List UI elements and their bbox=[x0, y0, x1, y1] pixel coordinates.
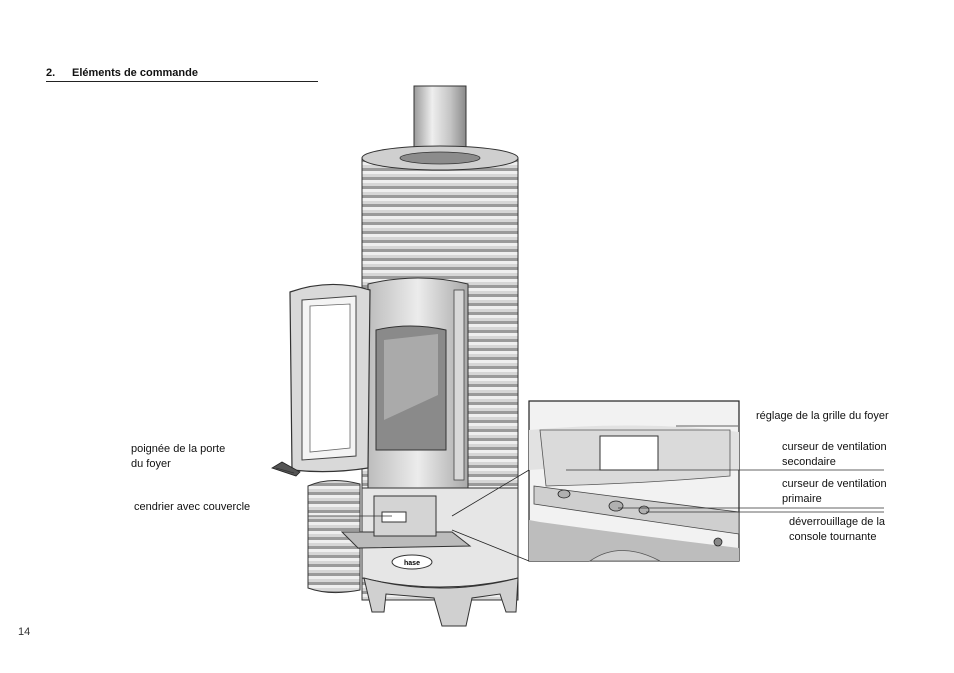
label-primary-air: curseur de ventilation primaire bbox=[782, 477, 887, 507]
label-secondary-line1: curseur de ventilation bbox=[782, 441, 887, 453]
label-primary-line2: primaire bbox=[782, 493, 822, 505]
open-fire-door bbox=[271, 283, 371, 477]
inset-connector bbox=[451, 469, 530, 562]
label-unlock-line2: console tournante bbox=[789, 531, 877, 543]
label-door-handle-line1: poignée de la porte bbox=[131, 443, 226, 455]
callout-lines bbox=[275, 425, 884, 517]
label-door-handle: poignée de la porte du foyer bbox=[131, 442, 225, 472]
detail-inset bbox=[528, 400, 740, 562]
label-grate-adjust: réglage de la grille du foyer bbox=[756, 410, 889, 422]
stove-front-body bbox=[367, 277, 469, 491]
label-door-handle-line2: du foyer bbox=[131, 458, 171, 470]
stove-lower-section: hase bbox=[307, 480, 519, 627]
brand-logo: hase bbox=[404, 560, 420, 567]
page-number: 14 bbox=[18, 626, 31, 638]
label-secondary-line2: secondaire bbox=[782, 456, 836, 468]
label-secondary-air: curseur de ventilation secondaire bbox=[782, 440, 887, 470]
section-number: 2. bbox=[46, 67, 56, 79]
section-title: Eléments de commande bbox=[72, 67, 198, 79]
label-unlock-console: déverrouillage de la console tournante bbox=[789, 515, 885, 545]
label-unlock-line1: déverrouillage de la bbox=[789, 516, 886, 528]
label-ash-pan: cendrier avec couvercle bbox=[134, 501, 251, 513]
label-primary-line1: curseur de ventilation bbox=[782, 478, 887, 490]
section-heading: 2. Eléments de commande bbox=[46, 67, 318, 82]
